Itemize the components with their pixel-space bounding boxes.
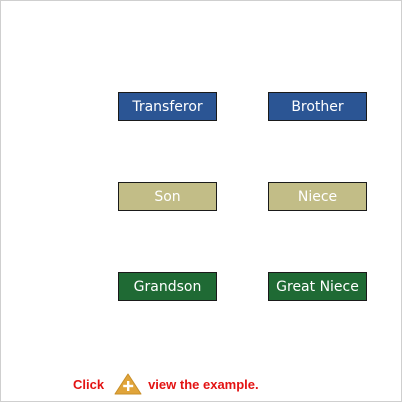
box-label: Niece (297, 188, 338, 205)
box-label: Brother (291, 98, 344, 115)
instruction-line: Click view the example. (73, 371, 259, 397)
box-grandson: Grandson (118, 272, 217, 301)
box-son: Son (118, 182, 217, 211)
box-transferor: Transferor (118, 92, 217, 121)
box-label: Grandson (133, 278, 202, 295)
box-label: Great Niece (276, 278, 359, 295)
click-text: Click (73, 376, 105, 392)
box-great-niece: Great Niece (268, 272, 367, 301)
view-example-text: view the example. (148, 376, 259, 392)
view-example-button[interactable] (113, 372, 143, 396)
box-label: Transferor (132, 98, 203, 115)
box-brother: Brother (268, 92, 367, 121)
box-niece: Niece (268, 182, 367, 211)
plus-triangle-icon (114, 373, 142, 395)
box-label: Son (154, 188, 181, 205)
